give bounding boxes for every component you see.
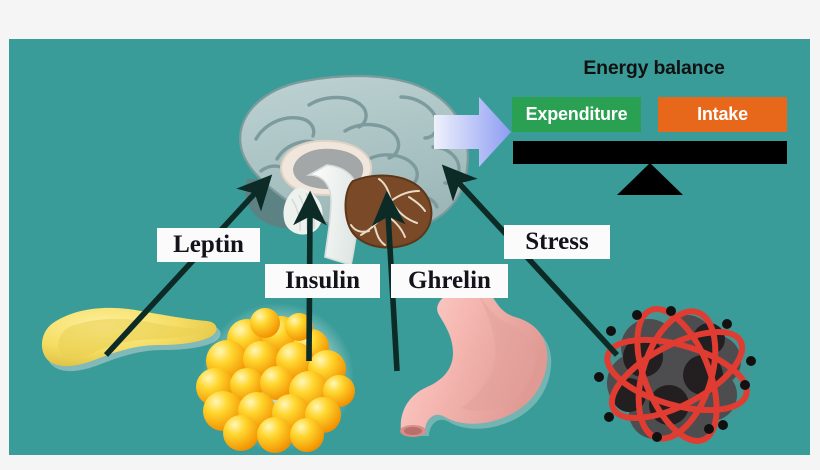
expenditure-box: Expenditure [512,97,641,132]
illustration-layer [41,74,756,453]
intake-box: Intake [658,97,787,132]
leptin-arrow [103,174,273,357]
label-stress: Stress [504,225,610,259]
energy-balance-title: Energy balance [583,57,725,79]
balance-fulcrum [617,163,683,195]
label-insulin: Insulin [265,264,380,298]
gradient-right-arrow [434,97,511,167]
adipose-tissue-illustration [196,303,355,453]
stress-arrow [441,164,620,357]
stress-atom-illustration [594,304,756,445]
flow-arrow-layer [434,97,511,167]
balance-beam [513,141,787,164]
label-leptin: Leptin [157,228,260,262]
stomach-illustration [400,280,552,437]
pancreas-illustration [41,307,221,372]
label-ghrelin: Ghrelin [391,264,508,298]
diagram-panel: Energy balance Expenditure Intake Leptin… [9,39,810,455]
